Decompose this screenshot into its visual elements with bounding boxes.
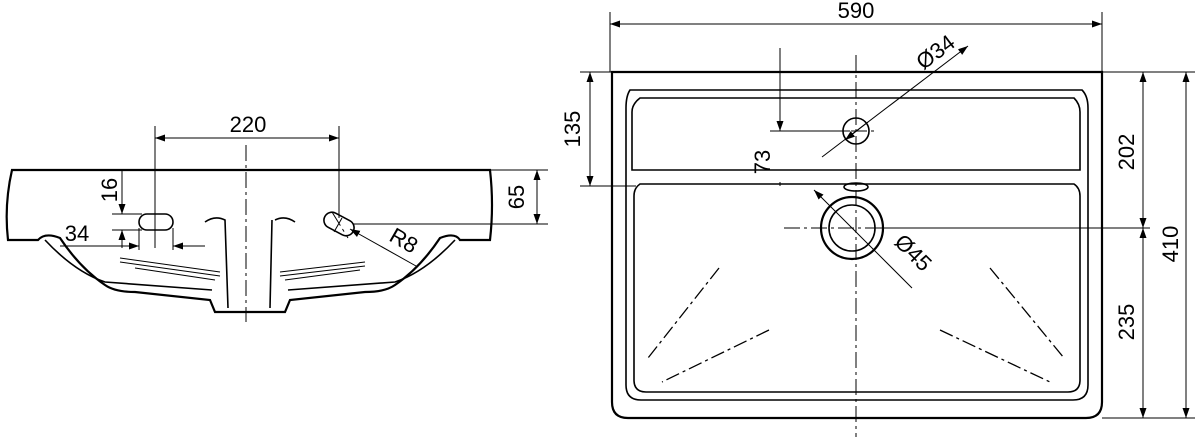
dim-d45-leader xyxy=(813,189,913,289)
basin-bowl xyxy=(633,183,1081,393)
bowl-bottom xyxy=(119,257,366,281)
dim-16-label: 16 xyxy=(97,178,122,202)
dim-65-label: 65 xyxy=(504,185,529,209)
dim-202-label: 202 xyxy=(1114,134,1139,171)
dim-d34-label: Ø34 xyxy=(911,30,959,75)
dim-135-label: 135 xyxy=(560,111,585,148)
dim-d45-label: Ø45 xyxy=(890,229,937,276)
dim-590-label: 590 xyxy=(838,0,875,23)
basin-top-rim xyxy=(625,89,1089,401)
dim-220-label: 220 xyxy=(230,112,267,137)
dim-235-label: 235 xyxy=(1114,304,1139,341)
side-view: 220 65 16 34 R8 xyxy=(5,112,548,322)
left-mount-slot xyxy=(138,213,174,231)
dim-73-label: 73 xyxy=(750,150,775,174)
dim-r8-label: R8 xyxy=(385,223,422,259)
basin-top-deck xyxy=(631,97,1081,171)
dim-34-label: 34 xyxy=(65,221,89,246)
basin-side-outline xyxy=(5,168,494,314)
dim-410-label: 410 xyxy=(1158,226,1183,263)
basin-side-inner xyxy=(44,239,456,291)
basin-top-outline xyxy=(610,70,1104,420)
dim-r8-leader xyxy=(349,228,417,267)
top-view: 590 135 73 Ø34 Ø45 202 235 410 xyxy=(560,0,1195,437)
dim-d34-leader xyxy=(821,45,969,158)
drain-neck xyxy=(204,217,296,309)
